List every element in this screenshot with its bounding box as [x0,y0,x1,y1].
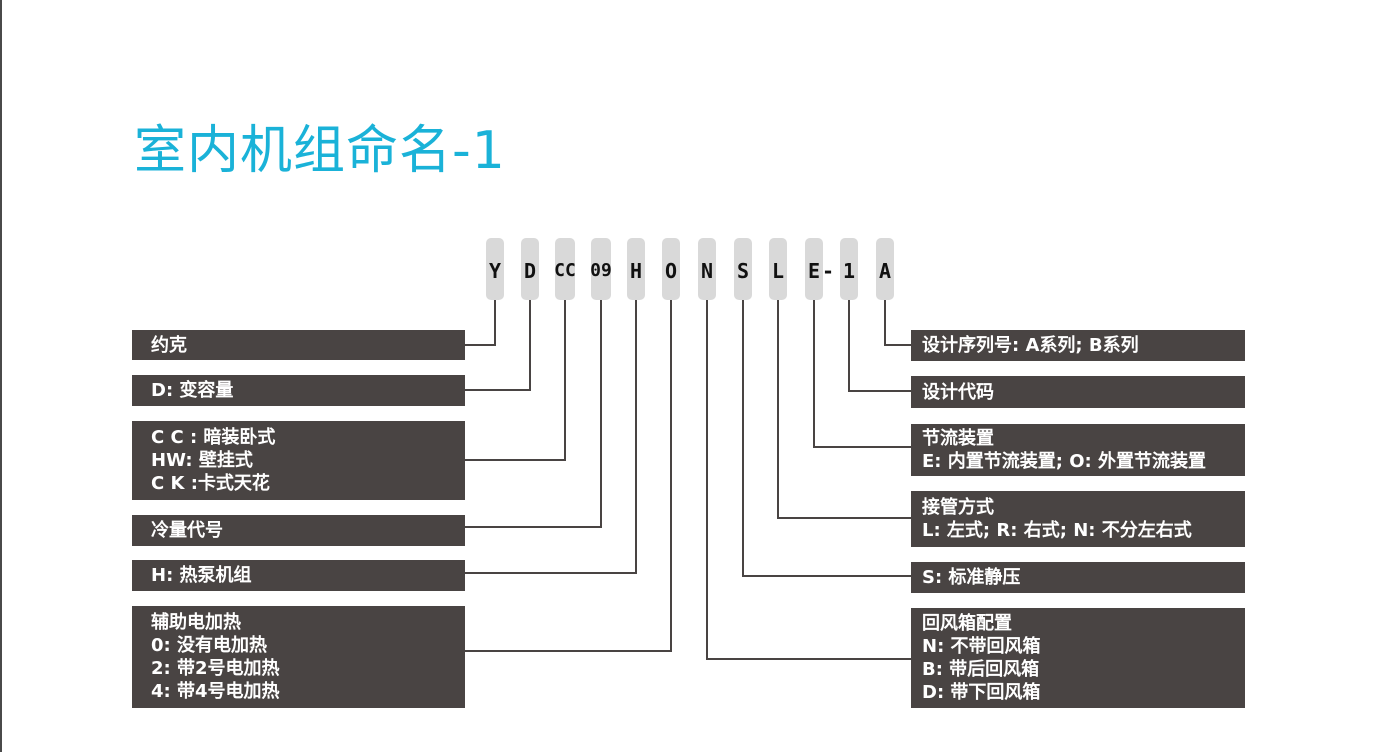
right-box-piping: 接管方式 L: 左式; R: 右式; N: 不分左右式 [911,491,1245,547]
left-box-brand-line-1: 约克 [151,334,187,356]
code-chip-1 [840,238,858,300]
left-box-heat-pump: H: 热泵机组 [132,560,465,591]
connector-a [884,300,911,346]
connector-l [777,300,911,519]
left-box-cooling-code: 冷量代号 [132,515,465,546]
connector-09 [465,300,602,528]
connector-n [706,300,911,660]
connector-y [465,300,496,346]
code-chip-n [698,238,716,300]
right-box-return-air-line-1: 回风箱配置 [922,613,1012,634]
left-box-capacity-type-line-1: D: 变容量 [151,380,234,401]
right-box-return-air-line-2: N: 不带回风箱 [922,636,1041,657]
right-box-static-pressure-line-1: S: 标准静压 [922,567,1021,588]
code-char-s: S [736,259,750,283]
left-box-electric-heating: 辅助电加热 0: 没有电加热 2: 带2号电加热 4: 带4号电加热 [132,606,465,708]
left-box-unit-type-line-3: C K :卡式天花 [151,473,270,494]
code-chip-s [734,238,752,300]
page-title: 室内机组命名-1 [134,121,506,181]
code-char-dash: - [821,259,835,283]
right-box-return-air-line-3: B: 带后回风箱 [922,659,1040,680]
left-box-unit-type-line-2: HW: 壁挂式 [151,450,253,471]
right-box-design-series: 设计序列号: A系列; B系列 [911,330,1245,361]
code-chip-a [876,238,894,300]
code-char-1: 1 [842,259,856,283]
right-box-throttle-line-1: 节流装置 [922,428,994,449]
left-box-capacity-type: D: 变容量 [132,375,465,406]
right-box-piping-line-2: L: 左式; R: 右式; N: 不分左右式 [922,520,1192,541]
code-char-l: L [771,259,785,283]
code-char-cc: CC [554,260,576,281]
code-chip-h [627,238,645,300]
code-char-o: O [664,259,678,283]
left-edge-rule [0,0,2,752]
code-char-d: D [523,259,537,283]
right-box-throttle-line-2: E: 内置节流装置; O: 外置节流装置 [922,451,1206,472]
left-box-unit-type: C C : 暗装卧式 HW: 壁挂式 C K :卡式天花 [132,421,465,500]
code-chip-cc [555,238,575,300]
left-box-heat-pump-line-1: H: 热泵机组 [151,565,252,586]
left-box-cooling-code-line-1: 冷量代号 [151,520,223,541]
connector-s [742,300,911,577]
code-char-y: Y [488,259,502,283]
right-box-piping-line-1: 接管方式 [922,497,994,518]
right-box-static-pressure: S: 标准静压 [911,562,1245,593]
code-chip-l [769,238,787,300]
left-box-brand: 约克 [132,330,465,360]
left-box-electric-heating-line-4: 4: 带4号电加热 [151,681,280,702]
right-box-throttle: 节流装置 E: 内置节流装置; O: 外置节流装置 [911,424,1245,476]
connector-d [465,300,531,391]
code-chip-o [662,238,680,300]
code-char-e: E [807,259,821,283]
right-box-design-code-line-1: 设计代码 [922,381,994,403]
code-chip-e [805,238,823,300]
left-box-electric-heating-line-3: 2: 带2号电加热 [151,658,280,679]
right-box-design-code: 设计代码 [911,376,1245,408]
code-chip-09 [591,238,611,300]
left-box-electric-heating-line-2: 0: 没有电加热 [151,635,267,656]
right-box-return-air-line-4: D: 带下回风箱 [922,682,1041,703]
connector-cc [465,300,566,461]
code-char-n: N [700,259,714,283]
code-chip-y [486,238,504,300]
code-chip-d [521,238,539,300]
left-box-unit-type-line-1: C C : 暗装卧式 [151,427,276,448]
left-box-electric-heating-line-1: 辅助电加热 [151,612,241,633]
connector-h [465,300,637,574]
right-box-design-series-line-1: 设计序列号: A系列; B系列 [922,335,1139,356]
right-box-return-air: 回风箱配置 N: 不带回风箱 B: 带后回风箱 D: 带下回风箱 [911,608,1245,708]
connector-o [465,300,672,652]
code-char-a: A [878,259,892,283]
code-char-h: H [629,259,643,283]
connector-e [813,300,911,448]
code-char-09: 09 [590,260,612,281]
connector-1 [848,300,911,392]
